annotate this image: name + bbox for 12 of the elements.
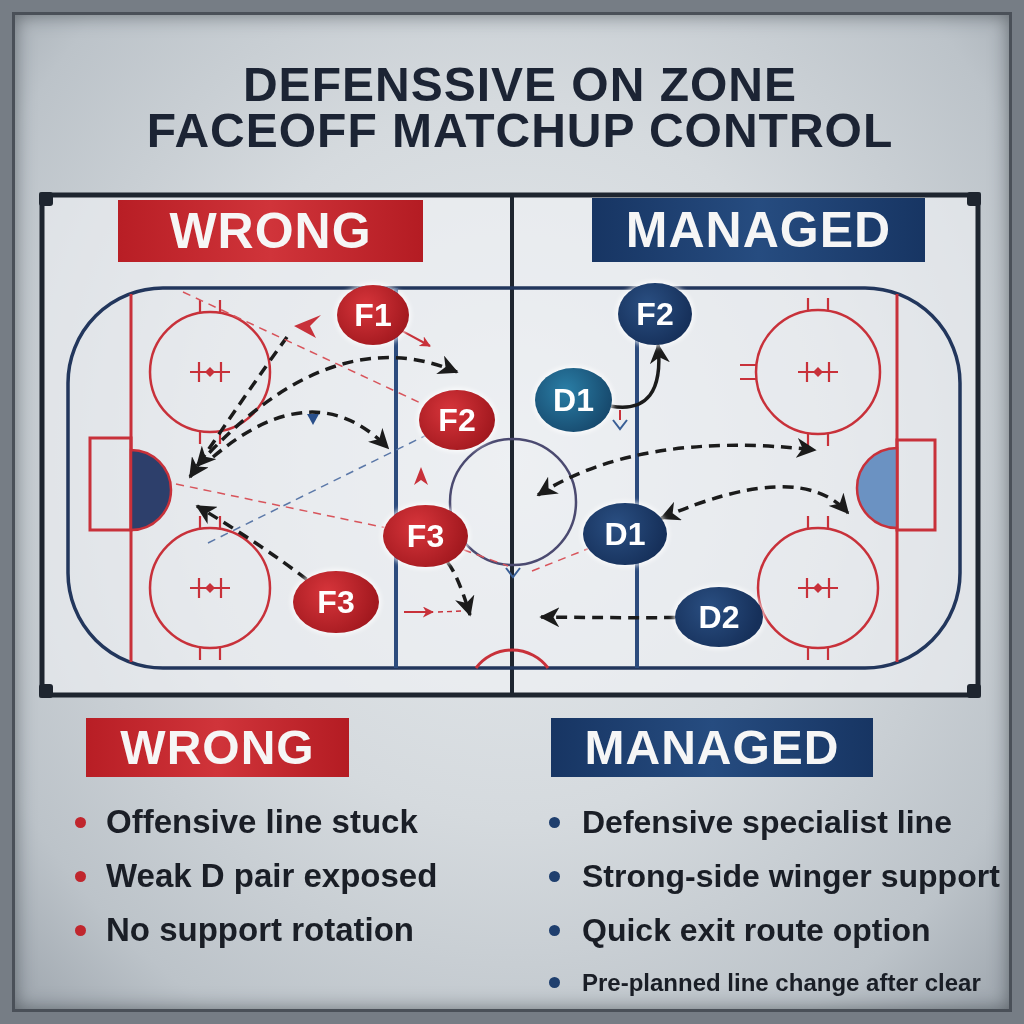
list-item: Defensive specialist line [582, 803, 952, 841]
header-banner [551, 718, 873, 777]
banner-label: WRONG [120, 720, 315, 775]
list-item: Pre-planned line change after clear [582, 967, 981, 997]
header-banner [86, 718, 349, 777]
list-item: No support rotation [106, 910, 414, 950]
banner-label: MANAGED [584, 720, 840, 775]
list-item: Weak D pair exposed [106, 856, 438, 896]
list-item: Quick exit route option [582, 911, 931, 949]
list-item: Strong-side winger support [582, 857, 1000, 895]
title: DEFENSSIVE ON ZONE FACEOFF MATCHUP CONTROL [145, 62, 895, 154]
list-item: Offensive line stuck [106, 802, 418, 842]
